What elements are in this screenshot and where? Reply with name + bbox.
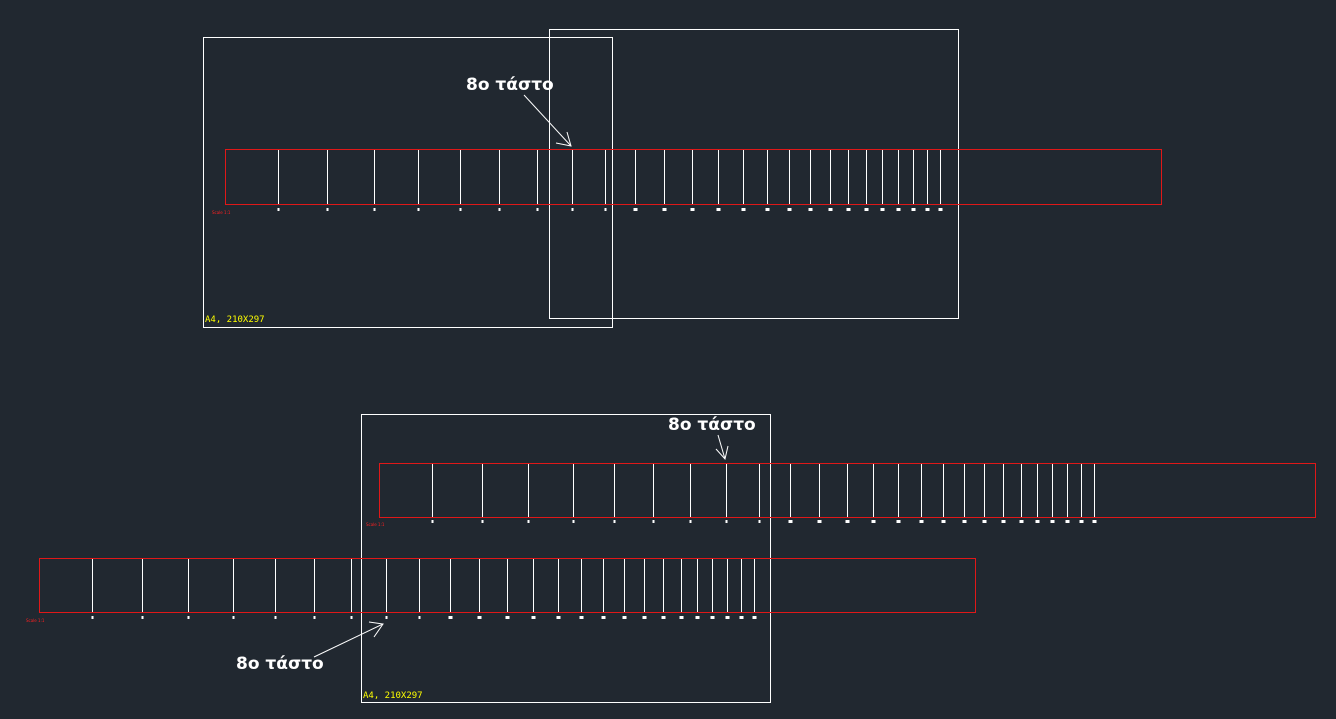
fret-strip-bottom[interactable]	[39, 558, 976, 613]
fret-mark-top-19	[846, 208, 851, 211]
annotation-leader-top	[523, 94, 572, 147]
fret-mark-top-12	[690, 208, 695, 211]
fret-mark-top-25	[938, 208, 943, 211]
fret-mark-middle-9	[758, 520, 761, 523]
fret-mark-bottom-21	[695, 616, 700, 619]
fret-mark-middle-21	[1035, 520, 1040, 523]
fret-mark-middle-15	[919, 520, 924, 523]
fret-mark-bottom-2	[141, 616, 144, 619]
annotation-label-top: 8ο τάστο	[466, 75, 554, 95]
fret-mark-bottom-7	[350, 616, 353, 619]
fret-mark-bottom-19	[661, 616, 666, 619]
fret-mark-middle-18	[982, 520, 987, 523]
fret-mark-middle-8	[725, 520, 728, 523]
annotation-leader-middle	[715, 434, 729, 461]
fret-mark-top-3	[373, 208, 376, 211]
fret-mark-bottom-18	[642, 616, 647, 619]
fret-mark-middle-24	[1079, 520, 1084, 523]
fret-mark-middle-12	[845, 520, 850, 523]
annotation-label-bottom: 8ο τάστο	[236, 654, 324, 674]
fret-mark-middle-14	[896, 520, 901, 523]
fret-mark-bottom-22	[710, 616, 715, 619]
fret-mark-bottom-23	[725, 616, 730, 619]
sheet-label-top-left: A4, 210X297	[205, 315, 265, 325]
fret-mark-bottom-24	[739, 616, 744, 619]
fret-mark-top-4	[417, 208, 420, 211]
fret-mark-bottom-16	[601, 616, 606, 619]
fret-mark-bottom-1	[91, 616, 94, 619]
fret-mark-top-24	[925, 208, 930, 211]
annotation-leader-bottom	[313, 621, 384, 658]
fret-mark-top-8	[571, 208, 574, 211]
fret-mark-middle-25	[1092, 520, 1097, 523]
fret-mark-top-18	[828, 208, 833, 211]
fret-mark-top-22	[896, 208, 901, 211]
fret-mark-top-2	[326, 208, 329, 211]
annotation-label-middle: 8ο τάστο	[668, 415, 756, 435]
fret-mark-bottom-11	[477, 616, 482, 619]
fret-mark-middle-23	[1065, 520, 1070, 523]
fret-mark-top-9	[604, 208, 607, 211]
fret-strips	[39, 149, 1316, 613]
fret-mark-middle-5	[613, 520, 616, 523]
fret-mark-top-1	[277, 208, 280, 211]
fret-mark-bottom-25	[752, 616, 757, 619]
fret-mark-middle-22	[1050, 520, 1055, 523]
fret-mark-top-16	[787, 208, 792, 211]
fret-mark-bottom-4	[232, 616, 235, 619]
sheet-frame-top-left[interactable]	[203, 37, 613, 328]
fret-mark-middle-1	[431, 520, 434, 523]
fret-mark-middle-19	[1001, 520, 1006, 523]
fret-mark-bottom-10	[448, 616, 453, 619]
fret-mark-top-15	[765, 208, 770, 211]
fret-mark-bottom-17	[622, 616, 627, 619]
fret-mark-top-21	[880, 208, 885, 211]
fret-mark-bottom-14	[556, 616, 561, 619]
fret-mark-top-20	[864, 208, 869, 211]
sheet-label-bottom: A4, 210X297	[363, 691, 423, 701]
fret-mark-top-23	[911, 208, 916, 211]
fret-mark-bottom-9	[418, 616, 421, 619]
fret-strip-top[interactable]	[225, 149, 1162, 205]
fret-mark-middle-4	[572, 520, 575, 523]
fret-mark-middle-3	[527, 520, 530, 523]
fret-mark-top-11	[662, 208, 667, 211]
fret-mark-middle-16	[941, 520, 946, 523]
fret-lines-top	[277, 150, 943, 211]
fret-mark-middle-17	[962, 520, 967, 523]
sheet-frame-top-right[interactable]	[549, 29, 959, 319]
fret-lines-middle	[431, 464, 1097, 523]
fret-mark-bottom-8	[385, 616, 388, 619]
strip-tiny-label-top: Scale 1:1	[212, 210, 231, 215]
fret-mark-middle-10	[788, 520, 793, 523]
fret-mark-top-14	[741, 208, 746, 211]
fret-mark-bottom-20	[679, 616, 684, 619]
strip-tiny-label-bottom: Scale 1:1	[26, 618, 45, 623]
fret-mark-top-7	[536, 208, 539, 211]
fret-mark-bottom-13	[531, 616, 536, 619]
fret-mark-bottom-5	[274, 616, 277, 619]
fret-mark-top-6	[498, 208, 501, 211]
fret-mark-bottom-6	[313, 616, 316, 619]
fret-mark-middle-13	[871, 520, 876, 523]
fret-mark-middle-20	[1019, 520, 1024, 523]
fret-mark-bottom-12	[505, 616, 510, 619]
fret-mark-middle-11	[817, 520, 822, 523]
fret-mark-middle-6	[652, 520, 655, 523]
fret-lines-bottom	[91, 559, 757, 619]
fret-mark-top-5	[459, 208, 462, 211]
fret-mark-middle-2	[481, 520, 484, 523]
fret-mark-top-13	[716, 208, 721, 211]
fret-mark-bottom-15	[579, 616, 584, 619]
fret-mark-top-17	[808, 208, 813, 211]
fret-strip-middle[interactable]	[379, 463, 1316, 518]
strip-tiny-label-middle: Scale 1:1	[366, 522, 385, 527]
fret-mark-bottom-3	[187, 616, 190, 619]
fret-mark-middle-7	[689, 520, 692, 523]
fret-mark-top-10	[633, 208, 638, 211]
